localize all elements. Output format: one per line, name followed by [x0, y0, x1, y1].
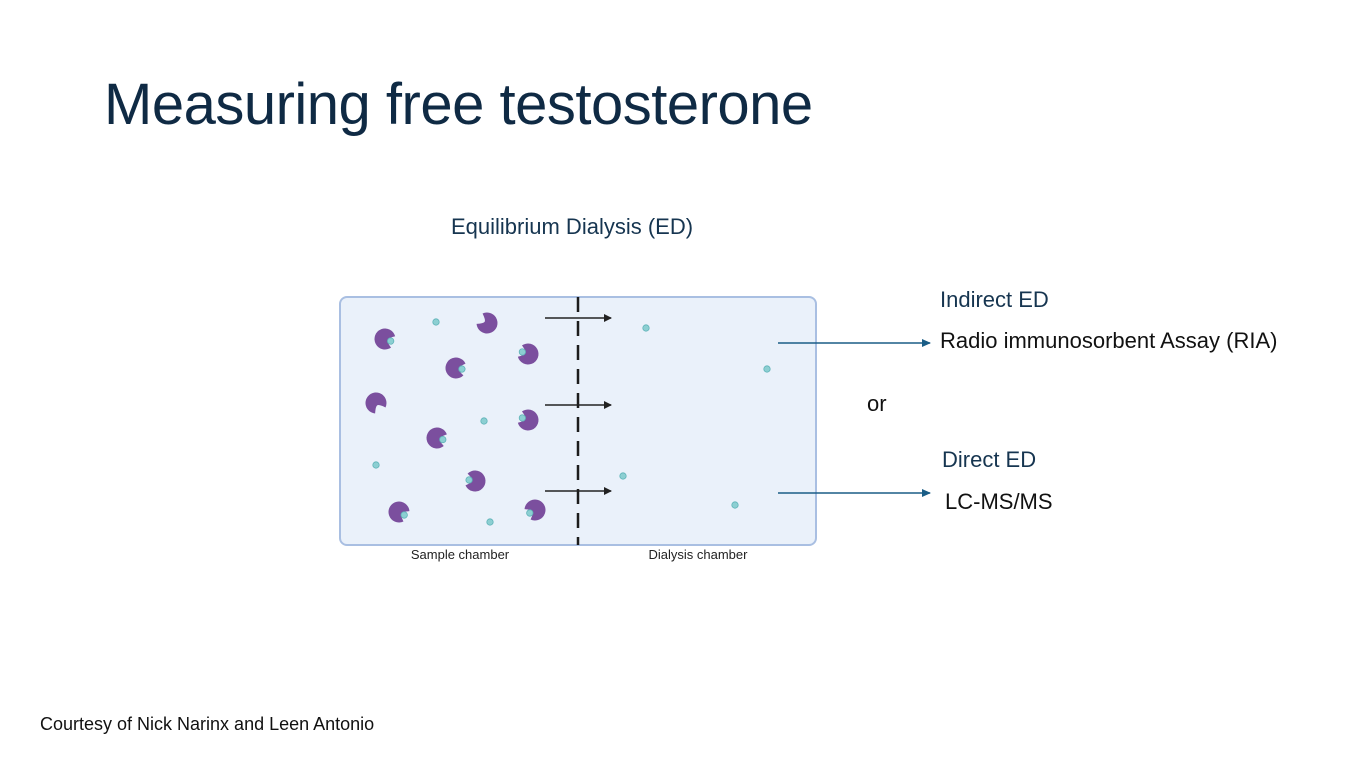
bound-testosterone-icon	[400, 511, 408, 519]
courtesy-credit: Courtesy of Nick Narinx and Leen Antonio	[40, 714, 375, 734]
direct-ed-heading: Direct ED	[942, 447, 1037, 472]
bound-testosterone-icon	[518, 414, 526, 422]
free-testosterone-icon	[731, 501, 739, 509]
free-testosterone-icon	[480, 417, 488, 425]
binding-protein-icon	[517, 409, 539, 431]
free-testosterone-icon	[763, 365, 771, 373]
bound-testosterone-icon	[518, 348, 526, 356]
slide-title: Measuring free testosterone	[104, 72, 813, 137]
bound-testosterone-icon	[458, 365, 466, 373]
binding-protein-icon	[388, 501, 410, 523]
indirect-ed-heading: Indirect ED	[940, 287, 1049, 312]
sample-chamber-label: Sample chamber	[411, 547, 510, 562]
bound-testosterone-icon	[526, 509, 534, 517]
bound-testosterone-icon	[465, 476, 473, 484]
diagram-title: Equilibrium Dialysis (ED)	[451, 214, 694, 239]
binding-protein-icon	[476, 312, 498, 334]
or-label: or	[867, 391, 887, 416]
free-testosterone-icon	[372, 461, 380, 469]
free-testosterone-icon	[432, 318, 440, 326]
binding-protein-icon	[374, 328, 396, 350]
free-testosterone-icon	[619, 472, 627, 480]
lcms-method-label: LC-MS/MS	[945, 489, 1053, 514]
dialysis-chamber-label: Dialysis chamber	[649, 547, 749, 562]
binding-protein-icon	[426, 427, 447, 449]
binding-protein-icon	[524, 499, 546, 521]
bound-testosterone-icon	[439, 435, 447, 444]
binding-protein-icon	[465, 470, 486, 492]
binding-protein-icon	[517, 343, 539, 365]
binding-protein-icon	[365, 392, 387, 414]
bound-testosterone-icon	[387, 337, 395, 345]
free-testosterone-icon	[486, 518, 494, 526]
binding-protein-icon	[445, 357, 466, 379]
free-testosterone-icon	[642, 324, 650, 332]
ria-method-label: Radio immunosorbent Assay (RIA)	[940, 328, 1278, 353]
